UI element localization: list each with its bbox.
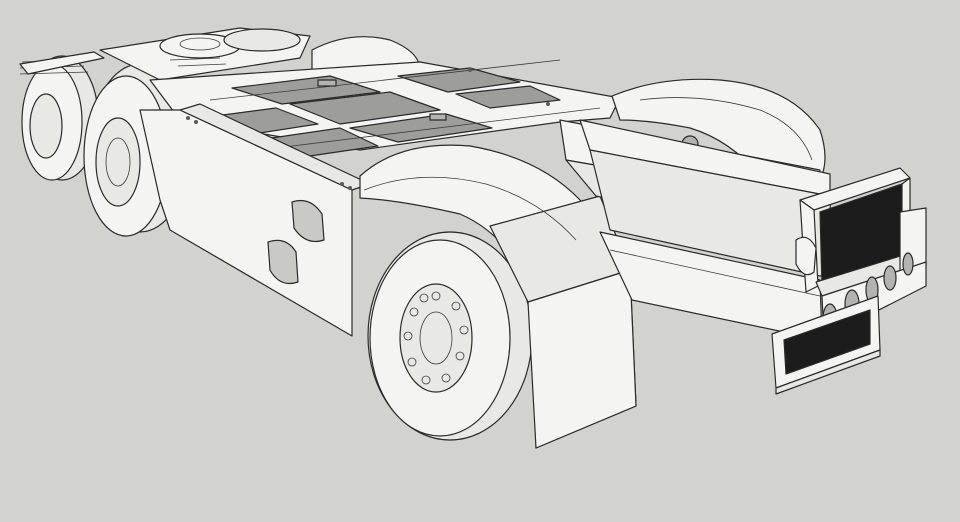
front-wheel xyxy=(367,231,533,441)
front-fender xyxy=(359,144,637,449)
rear-bumper xyxy=(19,51,105,75)
front-plate xyxy=(771,295,881,395)
chassis-bolts xyxy=(186,68,550,190)
far-front-fender xyxy=(611,78,826,181)
chassis-deck xyxy=(149,59,621,159)
right-frame-rail xyxy=(579,119,833,341)
fifth-wheel-plate xyxy=(99,27,311,81)
rear-wheel-pair xyxy=(19,55,99,181)
